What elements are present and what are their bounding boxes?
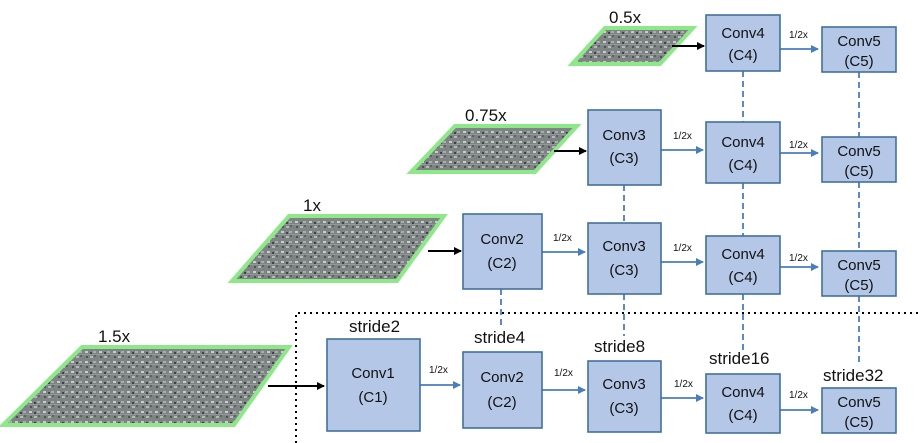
conv3-block: Conv3 (C3) [587, 360, 662, 433]
scale-label-1.5x: 1.5x [98, 327, 131, 346]
conv5-block: Conv5 (C5) [821, 387, 897, 434]
conv1-block: Conv1 (C1) [326, 338, 421, 432]
downsample-label: 1/2x [429, 365, 448, 376]
svg-text:(C3): (C3) [609, 262, 638, 279]
stride-label-16: stride16 [709, 349, 769, 368]
stride-label-2: stride2 [349, 317, 400, 336]
scale-label-0.75x: 0.75x [465, 106, 507, 125]
svg-text:Conv5: Conv5 [837, 143, 880, 160]
conv2-block: Conv2 (C2) [462, 213, 543, 290]
svg-text:(C5): (C5) [844, 414, 873, 431]
svg-text:Conv4: Conv4 [721, 25, 764, 42]
scale-label-1x: 1x [303, 196, 321, 215]
backbone-region-boundary [295, 312, 918, 443]
svg-text:Conv4: Conv4 [721, 134, 764, 151]
conv4-block: Conv4 (C4) [705, 235, 781, 295]
downsample-label: 1/2x [673, 243, 692, 254]
svg-text:(C5): (C5) [844, 163, 873, 180]
scale-label-0.5x: 0.5x [609, 8, 642, 27]
conv3-block: Conv3 (C3) [587, 109, 662, 186]
conv4-block: Conv4 (C4) [705, 373, 781, 434]
downsample-label: 1/2x [673, 131, 692, 142]
downsample-label: 1/2x [789, 390, 808, 401]
conv5-block: Conv5 (C5) [821, 136, 897, 183]
svg-text:(C4): (C4) [728, 407, 757, 424]
stride-label-32: stride32 [823, 366, 883, 385]
svg-text:(C5): (C5) [844, 277, 873, 294]
svg-text:(C4): (C4) [728, 269, 757, 286]
conv4-block: Conv4 (C4) [705, 14, 781, 72]
svg-text:Conv4: Conv4 [721, 384, 764, 401]
svg-text:(C2): (C2) [487, 255, 516, 272]
svg-text:(C1): (C1) [358, 389, 387, 406]
aerial-image-scale-0.5x [567, 26, 698, 66]
stride-label-4: stride4 [474, 328, 525, 347]
aerial-image-scale-1x [227, 214, 448, 283]
downsample-label: 1/2x [789, 30, 808, 41]
svg-text:(C3): (C3) [609, 150, 638, 167]
svg-text:Conv3: Conv3 [602, 376, 645, 393]
svg-text:Conv3: Conv3 [602, 238, 645, 255]
svg-text:Conv4: Conv4 [721, 246, 764, 263]
svg-text:Conv2: Conv2 [480, 369, 523, 386]
downsample-label: 1/2x [554, 368, 573, 379]
conv5-block: Conv5 (C5) [821, 26, 897, 73]
stride-label-8: stride8 [594, 337, 645, 356]
conv3-block: Conv3 (C3) [587, 222, 662, 295]
conv5-block: Conv5 (C5) [821, 250, 897, 297]
conv4-block: Conv4 (C4) [705, 121, 781, 184]
aerial-image-scale-0.75x [406, 124, 582, 174]
svg-text:Conv2: Conv2 [480, 231, 523, 248]
svg-text:Conv5: Conv5 [837, 33, 880, 50]
conv2-block: Conv2 (C2) [462, 351, 543, 429]
downsample-label: 1/2x [674, 379, 693, 390]
svg-text:(C4): (C4) [728, 157, 757, 174]
svg-text:(C3): (C3) [609, 400, 638, 417]
svg-text:(C2): (C2) [487, 394, 516, 411]
svg-text:Conv3: Conv3 [602, 127, 645, 144]
svg-text:(C5): (C5) [844, 53, 873, 70]
downsample-label: 1/2x [789, 253, 808, 264]
svg-text:Conv1: Conv1 [351, 365, 394, 382]
svg-text:(C4): (C4) [728, 47, 757, 64]
downsample-label: 1/2x [553, 233, 572, 244]
svg-text:Conv5: Conv5 [837, 257, 880, 274]
svg-text:Conv5: Conv5 [837, 394, 880, 411]
aerial-image-scale-1.5x [0, 345, 293, 427]
downsample-label: 1/2x [789, 140, 808, 151]
